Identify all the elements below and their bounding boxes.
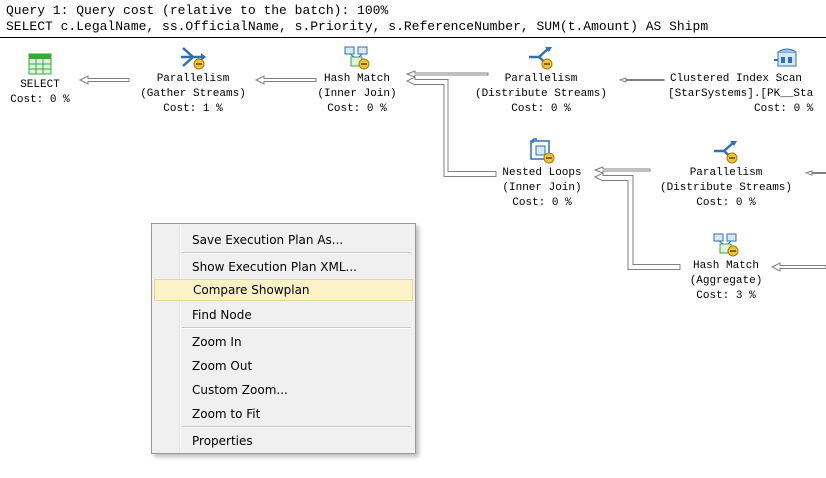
menu-item-save-execution-plan[interactable]: Save Execution Plan As... [192, 233, 344, 247]
query-header: Query 1: Query cost (relative to the bat… [0, 0, 826, 38]
operator-hash-match-aggregate-sub: (Aggregate) [689, 275, 763, 287]
hash-match-icon [713, 233, 739, 257]
menu-item-properties[interactable]: Properties [192, 434, 253, 448]
query-sql-line: SELECT c.LegalName, ss.OfficialName, s.P… [6, 19, 709, 34]
parallelism-distribute-icon [714, 141, 738, 164]
operator-hash-match-join-cost: Cost: 0 % [327, 103, 387, 115]
operator-parallelism-gather-name: Parallelism [156, 73, 230, 85]
menu-item-find-node[interactable]: Find Node [192, 308, 252, 322]
operator-clustered-index-scan-sub: [StarSystems].[PK__Sta [668, 88, 814, 100]
menu-separator [182, 426, 411, 428]
operator-hash-match-aggregate-cost: Cost: 3 % [696, 290, 756, 302]
operator-clustered-index-scan-cost: Cost: 0 % [754, 103, 814, 115]
operator-parallelism-distribute-1-cost: Cost: 0 % [511, 103, 571, 115]
query-cost-line: Query 1: Query cost (relative to the bat… [6, 3, 389, 18]
operator-select-name: SELECT [20, 79, 60, 91]
menu-item-zoom-to-fit[interactable]: Zoom to Fit [192, 407, 261, 421]
operator-nested-loops-name: Nested Loops [502, 167, 582, 179]
arrow-hashagg-to-nested [593, 172, 681, 270]
menu-separator [182, 252, 411, 254]
arrow-hashjoin-to-gather [254, 75, 317, 85]
operator-clustered-index-scan[interactable]: Clustered Index Scan [StarSystems].[PK__… [666, 44, 826, 117]
context-menu: Save Execution Plan As... Show Execution… [151, 223, 416, 454]
operator-select[interactable]: SELECT Cost: 0 % [4, 52, 76, 108]
menu-item-zoom-out[interactable]: Zoom Out [192, 359, 253, 373]
operator-hash-match-aggregate-name: Hash Match [692, 260, 759, 272]
operator-parallelism-gather-sub: (Gather Streams) [140, 88, 246, 100]
operator-parallelism-gather-cost: Cost: 1 % [163, 103, 223, 115]
operator-nested-loops[interactable]: Nested Loops (Inner Join) Cost: 0 % [494, 138, 590, 211]
arrow-into-hashagg [770, 262, 826, 272]
menu-item-show-execution-plan-xml[interactable]: Show Execution Plan XML... [192, 260, 357, 274]
operator-hash-match-join[interactable]: Hash Match (Inner Join) Cost: 0 % [307, 44, 407, 117]
arrow-into-dist2 [804, 170, 826, 176]
operator-parallelism-distribute-2[interactable]: Parallelism (Distribute Streams) Cost: 0… [654, 138, 798, 211]
clustered-index-scan-icon [774, 48, 797, 67]
operator-parallelism-distribute-1[interactable]: Parallelism (Distribute Streams) Cost: 0… [470, 44, 612, 117]
menu-item-zoom-in[interactable]: Zoom In [192, 335, 242, 349]
arrow-dist2-to-nested [593, 166, 651, 174]
select-icon [28, 53, 52, 75]
operator-clustered-index-scan-name: Clustered Index Scan [670, 73, 803, 85]
operator-parallelism-distribute-1-name: Parallelism [504, 73, 578, 85]
operator-parallelism-distribute-2-name: Parallelism [689, 167, 763, 179]
nested-loops-icon [530, 138, 555, 164]
operator-parallelism-distribute-1-sub: (Distribute Streams) [474, 88, 608, 100]
operator-hash-match-join-sub: (Inner Join) [317, 88, 397, 100]
operator-parallelism-distribute-2-cost: Cost: 0 % [696, 197, 756, 209]
arrow-scan-to-dist1 [618, 77, 665, 83]
arrow-nested-to-hashjoin [405, 76, 497, 177]
operator-nested-loops-sub: (Inner Join) [502, 182, 582, 194]
parallelism-gather-icon [181, 47, 206, 70]
menu-item-custom-zoom[interactable]: Custom Zoom... [192, 383, 288, 397]
menu-icon-gutter [179, 226, 181, 451]
operator-select-cost: Cost: 0 % [10, 94, 70, 106]
operator-hash-match-join-name: Hash Match [323, 73, 390, 85]
operator-hash-match-aggregate[interactable]: Hash Match (Aggregate) Cost: 3 % [680, 231, 772, 304]
menu-item-compare-showplan[interactable]: Compare Showplan [154, 279, 413, 301]
hash-match-icon [344, 46, 370, 70]
operator-parallelism-gather[interactable]: Parallelism (Gather Streams) Cost: 1 % [130, 44, 256, 117]
operator-parallelism-distribute-2-sub: (Distribute Streams) [659, 182, 793, 194]
arrow-gather-to-select [78, 75, 130, 85]
parallelism-distribute-icon [529, 47, 553, 70]
menu-separator [182, 327, 411, 329]
operator-nested-loops-cost: Cost: 0 % [512, 197, 572, 209]
